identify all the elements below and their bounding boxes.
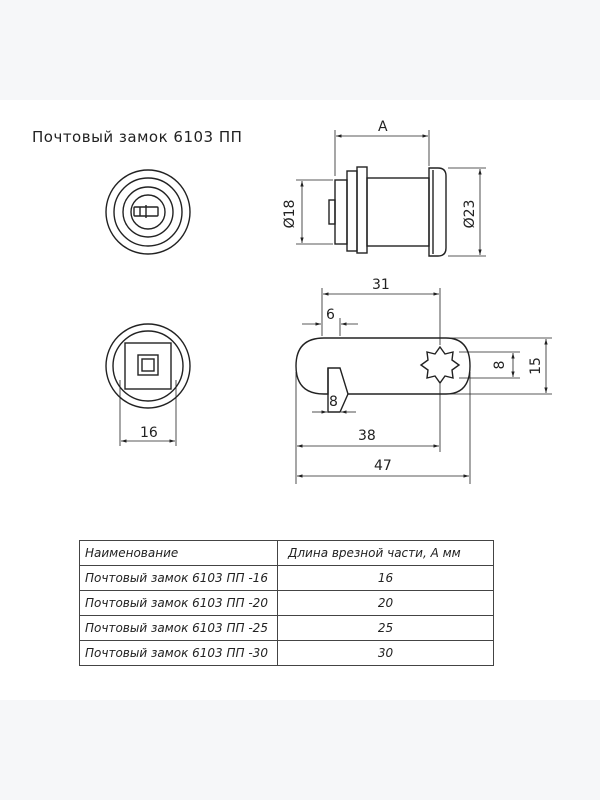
cam-tongue-view bbox=[295, 288, 552, 484]
table-row: Почтовый замок 6103 ПП -16 16 bbox=[79, 565, 494, 591]
table-cell-length: 20 bbox=[277, 590, 494, 616]
dim-d23-label: Ø23 bbox=[462, 200, 478, 229]
front-view-key-face bbox=[105, 169, 191, 255]
table-cell-length: 16 bbox=[277, 565, 494, 591]
dim-8-right-label: 8 bbox=[492, 361, 508, 370]
dim-a-label: A bbox=[378, 119, 388, 135]
table-row: Почтовый замок 6103 ПП -30 30 bbox=[79, 640, 494, 666]
specification-table: Наименование Длина врезной части, А мм П… bbox=[79, 540, 494, 666]
star-hole-icon bbox=[419, 345, 461, 385]
table-cell-name: Почтовый замок 6103 ПП -20 bbox=[79, 590, 278, 616]
table-cell-length: 30 bbox=[277, 640, 494, 666]
table-header-name: Наименование bbox=[79, 540, 278, 566]
table-cell-name: Почтовый замок 6103 ПП -25 bbox=[79, 615, 278, 641]
table-row: Почтовый замок 6103 ПП -25 25 bbox=[79, 615, 494, 641]
dim-6-label: 6 bbox=[326, 307, 335, 323]
table-cell-name: Почтовый замок 6103 ПП -30 bbox=[79, 640, 278, 666]
table-cell-length: 25 bbox=[277, 615, 494, 641]
dim-47-label: 47 bbox=[374, 458, 392, 474]
keyhole-icon bbox=[133, 205, 159, 218]
dim-d18-label: Ø18 bbox=[282, 200, 298, 229]
dim-16-label: 16 bbox=[140, 425, 158, 441]
dim-8-left-label: 8 bbox=[329, 394, 338, 410]
table-header-row: Наименование Длина врезной части, А мм bbox=[79, 540, 494, 566]
dim-31-label: 31 bbox=[372, 277, 390, 293]
dim-15-label: 15 bbox=[528, 357, 544, 375]
table-header-length: Длина врезной части, А мм bbox=[277, 540, 494, 566]
rear-view-cam-seat bbox=[105, 323, 191, 446]
side-view-lock-body bbox=[296, 130, 486, 257]
table-cell-name: Почтовый замок 6103 ПП -16 bbox=[79, 565, 278, 591]
dim-38-label: 38 bbox=[358, 428, 376, 444]
table-row: Почтовый замок 6103 ПП -20 20 bbox=[79, 590, 494, 616]
drawing-title: Почтовый замок 6103 ПП bbox=[32, 128, 243, 146]
